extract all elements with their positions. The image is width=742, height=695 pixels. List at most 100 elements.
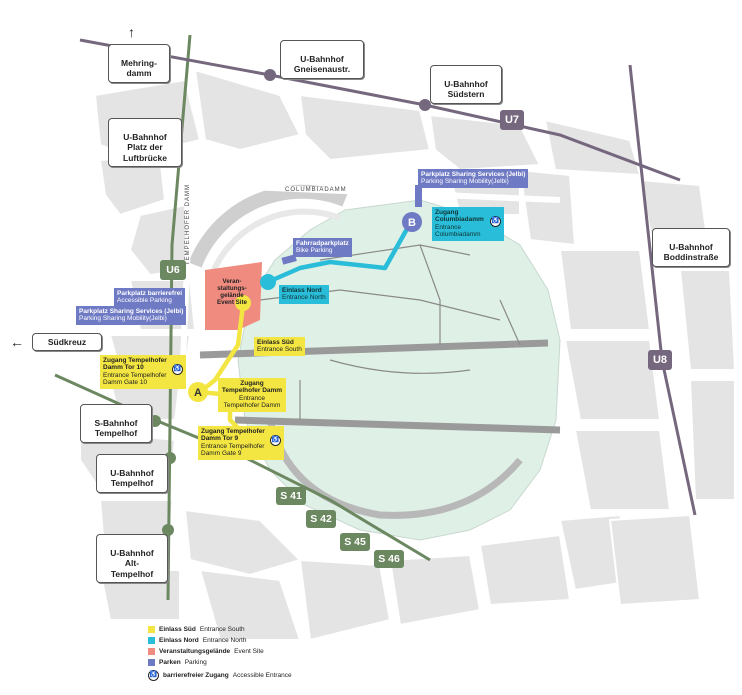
legend-south: Einlass Süd Entrance South <box>148 626 245 633</box>
columbiadamm-road <box>199 182 561 203</box>
parking-bar-bike <box>281 254 297 265</box>
label-einlass-nord-sub: Entrance North <box>282 294 326 302</box>
station-gneisenau-label: U-Bahnhof Gneisenaustr. <box>293 54 351 75</box>
legend-north-swatch <box>148 637 155 644</box>
label-tor10: Zugang Tempelhofer Damm Tor 10 ♿ Entranc… <box>100 355 186 389</box>
label-einlass-sued: Einlass Süd Entrance South <box>254 337 305 356</box>
station-s-tempelhof[interactable]: S-Bahnhof Tempelhof <box>80 404 152 443</box>
badge-s46: S 46 <box>374 550 404 568</box>
marker-a: A <box>194 387 202 399</box>
legend-access-rest: Accessible Entrance <box>232 672 292 679</box>
station-u-tempelhof[interactable]: U-Bahnhof Tempelhof <box>96 454 168 493</box>
label-jelbi-left-sub: Parking Sharing Mobility(Jelbi) <box>79 315 167 323</box>
event-site-area <box>205 262 262 330</box>
accessible-icon: ♿ <box>270 435 281 447</box>
station-boddinstrasse[interactable]: U-Bahnhof Boddinstraße <box>652 228 730 267</box>
station-suedkreuz-label: Südkreuz <box>47 337 87 347</box>
badge-s42: S 42 <box>306 510 336 528</box>
street-columbiadamm: COLUMBIADAMM <box>285 187 347 193</box>
label-tor9: Zugang Tempelhofer Damm Tor 9 ♿ Entrance… <box>198 426 284 460</box>
label-jelbi-top-sub: Parking Sharing Mobility(Jelbi) <box>421 178 509 186</box>
label-tor9-title: Zugang Tempelhofer Damm Tor 9 <box>201 428 265 443</box>
label-columbiadamm-sub: Entrance Columbiadamm <box>435 223 481 239</box>
station-gneisenau[interactable]: U-Bahnhof Gneisenaustr. <box>280 40 364 79</box>
legend-north-bold: Einlass Nord <box>159 637 199 644</box>
legend-access-bold: barrierefreier Zugang <box>163 672 229 679</box>
legend-north: Einlass Nord Entrance North <box>148 637 246 644</box>
label-barrierefrei-title: Parkplatz barrierefrei <box>117 290 183 297</box>
station-mehringdamm[interactable]: Mehring- damm <box>108 44 170 83</box>
label-td-sub: Entrance Tempelhofer Damm <box>223 394 281 410</box>
station-platz-luftbruecke[interactable]: U-Bahnhof Platz der Luftbrücke <box>108 118 182 167</box>
legend-access: ♿ barrierefreier Zugang Accessible Entra… <box>148 670 292 681</box>
label-jelbi-left-title: Parkplatz Sharing Services (Jelbi) <box>79 308 184 315</box>
label-event-site: Veran- staltungs- gelände Event Site <box>217 278 247 307</box>
street-tempelhofer-damm: TEMPELHOFER DAMM <box>185 183 191 265</box>
arrow-left-icon: ← <box>10 334 24 350</box>
einlass-sued-dot <box>235 295 251 311</box>
label-barrierefrei: Parkplatz barrierefrei Accessible Parkin… <box>114 288 186 307</box>
legend-north-rest: Entrance North <box>202 637 247 644</box>
badge-s41: S 41 <box>276 487 306 505</box>
label-tor9-sub: Entrance Tempelhofer Damm Gate 9 <box>201 442 265 458</box>
badge-u7: U7 <box>500 110 524 130</box>
label-tempelhofer-damm: Zugang Tempelhofer Damm Entrance Tempelh… <box>218 378 286 412</box>
label-td-title: Zugang Tempelhofer Damm <box>221 380 283 395</box>
label-einlass-nord-title: Einlass Nord <box>282 287 322 294</box>
label-einlass-nord: Einlass Nord Entrance North <box>279 285 329 304</box>
label-jelbi-top-title: Parkplatz Sharing Services (Jelbi) <box>421 171 526 178</box>
station-boddinstrasse-label: U-Bahnhof Boddinstraße <box>663 242 719 263</box>
legend-south-bold: Einlass Süd <box>159 626 196 633</box>
taxiway-ring <box>266 419 523 519</box>
einlass-nord-dot <box>260 274 276 290</box>
station-suedstern[interactable]: U-Bahnhof Südstern <box>430 65 502 104</box>
marker-b-circle <box>402 212 422 232</box>
label-einlass-sued-title: Einlass Süd <box>257 339 294 346</box>
marker-a-circle <box>188 382 208 402</box>
badge-u6: U6 <box>160 260 186 280</box>
label-einlass-sued-sub: Entrance South <box>257 346 302 354</box>
label-fahrrad-title: Fahrradparkplatz <box>296 240 349 247</box>
legend-event-rest: Event Site <box>234 648 264 655</box>
runway-south <box>234 416 561 434</box>
accessible-icon: ♿ <box>148 670 159 681</box>
parking-bar-north <box>415 185 422 207</box>
station-suedstern-label: U-Bahnhof Südstern <box>444 79 488 100</box>
station-alt-tempelhof[interactable]: U-Bahnhof Alt- Tempelhof <box>96 534 168 583</box>
legend-parking-bold: Parken <box>159 659 181 666</box>
station-mehringdamm-label: Mehring- damm <box>121 58 157 79</box>
label-fahrrad-sub: Bike Parking <box>296 247 333 255</box>
terminal-building <box>188 184 348 268</box>
accessible-icon: ♿ <box>172 364 183 376</box>
legend-event-bold: Veranstaltungsgelände <box>159 648 231 655</box>
legend-parking-swatch <box>148 659 155 666</box>
station-u-tempelhof-label: U-Bahnhof Tempelhof <box>110 468 154 489</box>
legend-parking: Parken Parking <box>148 659 207 666</box>
accessible-icon: ♿ <box>490 216 501 228</box>
label-fahrrad: Fahrradparkplatz Bike Parking <box>293 238 352 257</box>
legend-parking-rest: Parking <box>184 659 207 666</box>
legend-south-swatch <box>148 626 155 633</box>
label-barrierefrei-sub: Accessible Parking <box>117 297 172 305</box>
label-tor10-title: Zugang Tempelhofer Damm Tor 10 <box>103 357 167 372</box>
legend-event-swatch <box>148 648 155 655</box>
badge-u8: U8 <box>648 350 672 370</box>
u-station-dots <box>264 69 431 111</box>
marker-b: B <box>408 217 416 229</box>
station-platz-luftbruecke-label: U-Bahnhof Platz der Luftbrücke <box>123 132 167 163</box>
label-jelbi-left: Parkplatz Sharing Services (Jelbi) Parki… <box>76 306 187 325</box>
station-suedkreuz[interactable]: Südkreuz <box>32 333 102 352</box>
badge-s45: S 45 <box>340 533 370 551</box>
legend-event: Veranstaltungsgelände Event Site <box>148 648 264 655</box>
u6-line <box>166 34 192 601</box>
label-jelbi-top: Parkplatz Sharing Services (Jelbi) Parki… <box>418 169 529 188</box>
station-s-tempelhof-label: S-Bahnhof Tempelhof <box>94 418 138 439</box>
label-tor10-sub: Entrance Tempelhofer Damm Gate 10 <box>103 371 167 387</box>
station-alt-tempelhof-label: U-Bahnhof Alt- Tempelhof <box>110 548 154 579</box>
route-north <box>265 217 415 285</box>
legend-south-rest: Entrance South <box>199 626 245 633</box>
label-columbiadamm-title: Zugang Columbiadamm <box>435 209 484 224</box>
arrow-up-icon: ↑ <box>128 24 135 40</box>
label-columbiadamm: Zugang Columbiadamm ♿ Entrance Columbiad… <box>432 207 504 241</box>
